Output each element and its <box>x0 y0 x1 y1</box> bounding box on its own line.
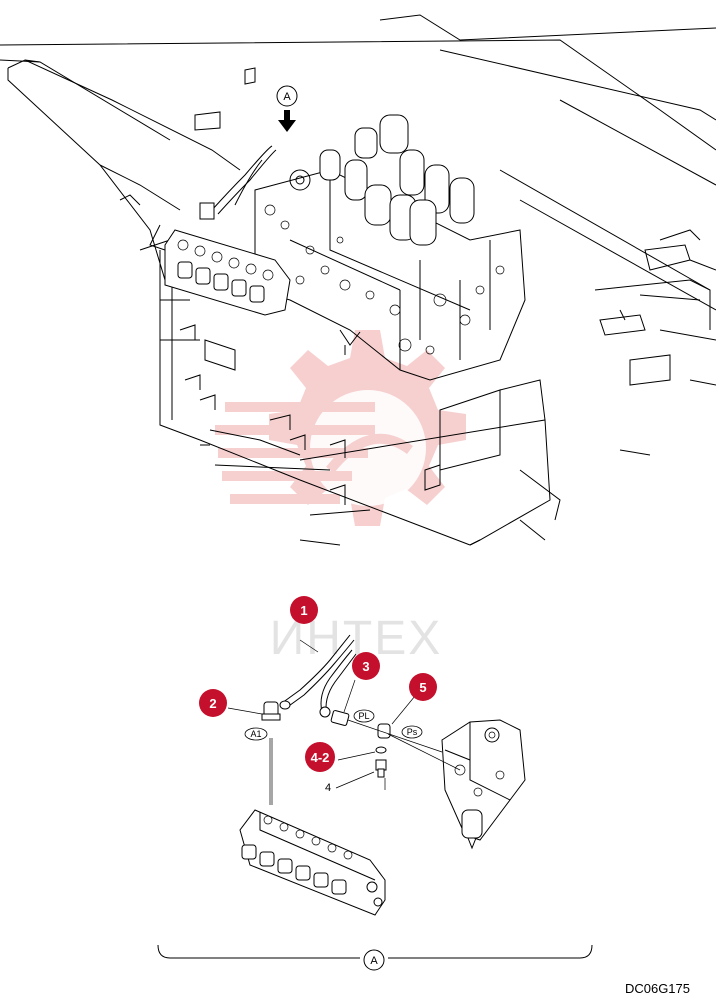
port-ps-text: Ps <box>407 727 418 737</box>
main-control-valve-upper <box>254 114 526 381</box>
pilot-manifold-lower <box>239 809 386 916</box>
drawing-code: DC06G175 <box>625 981 690 996</box>
part-label-4: 4 <box>325 782 331 794</box>
callout-1-text: 1 <box>300 603 307 618</box>
callout-4-2: 4-2 <box>305 742 335 772</box>
part-1-pilot-hose <box>279 634 357 718</box>
view-arrow-a: A <box>276 85 298 132</box>
port-label-pl: PL <box>353 709 375 723</box>
callout-3: 3 <box>352 652 380 680</box>
main-control-valve-lower <box>441 719 526 850</box>
port-pl-text: PL <box>358 711 369 721</box>
leader-lines <box>269 719 461 805</box>
callout-5: 5 <box>409 673 437 701</box>
part-5-elbow <box>377 695 416 739</box>
port-a1-text: A1 <box>250 729 261 739</box>
port-label-a1: A1 <box>244 727 268 741</box>
callout-2-text: 2 <box>209 696 216 711</box>
view-marker-top-label: A <box>283 91 291 103</box>
machine-frame <box>0 14 716 546</box>
callout-5-text: 5 <box>419 680 426 695</box>
view-bracket-a: A <box>157 944 593 971</box>
pilot-hose-upper <box>199 145 277 220</box>
part-3-adapter <box>330 679 356 726</box>
view-marker-bottom-label: A <box>370 955 378 967</box>
part-4-fitting: 4 <box>325 746 387 794</box>
pilot-manifold-upper <box>164 229 291 316</box>
callout-1: 1 <box>290 596 318 624</box>
callout-2: 2 <box>199 689 227 717</box>
callout-4-2-text: 4-2 <box>311 750 330 765</box>
watermark-logo <box>215 330 466 526</box>
callout-3-text: 3 <box>362 659 369 674</box>
part-2-elbow-fitting <box>227 701 281 721</box>
port-label-ps: Ps <box>401 725 423 739</box>
